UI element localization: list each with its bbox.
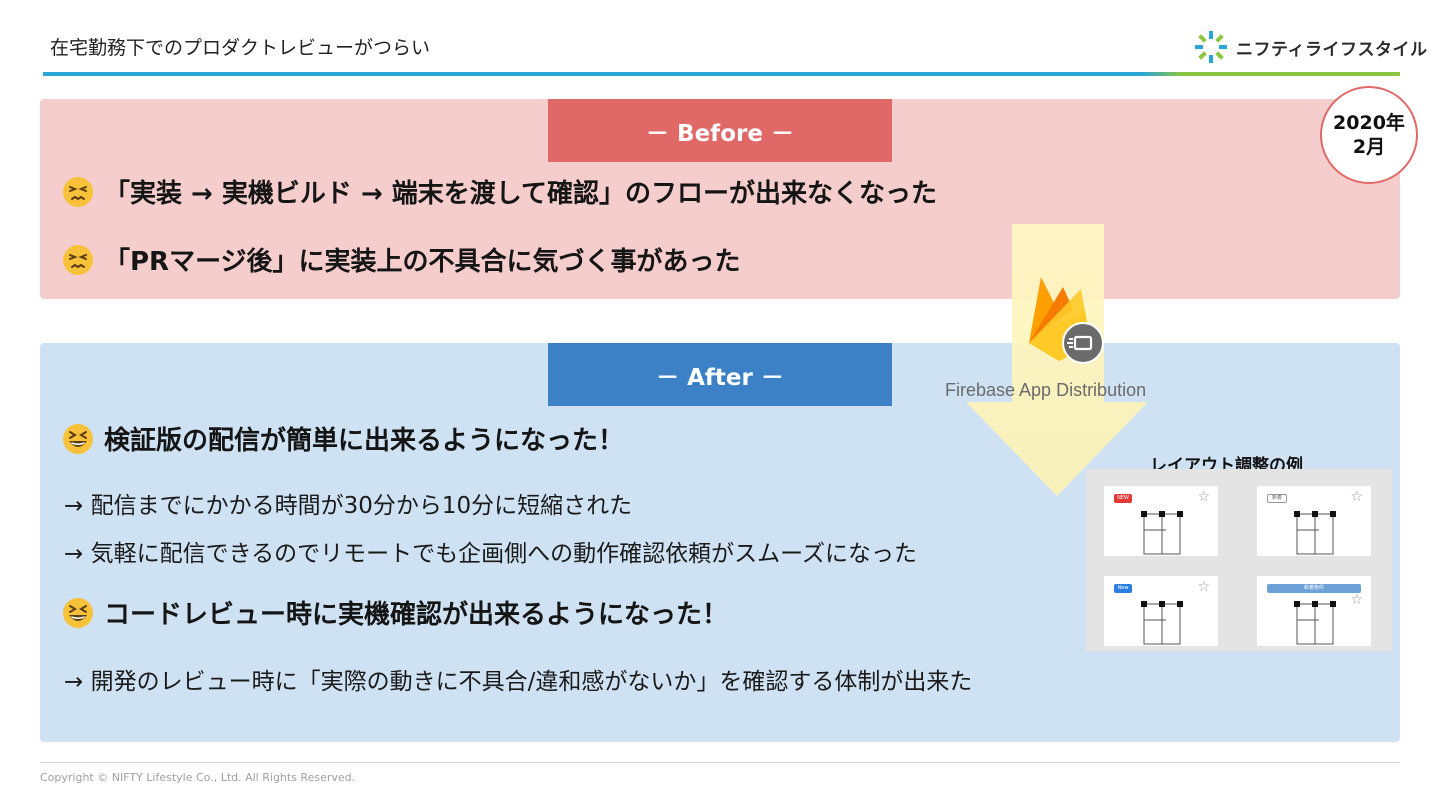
before-item-1-text: 「実装 → 実機ビルド → 端末を渡して確認」のフローが出来なくなった	[104, 179, 937, 209]
footer-divider	[40, 762, 1400, 763]
star-icon: ☆	[1197, 489, 1210, 505]
before-item-1: 「実装 → 実機ビルド → 端末を渡して確認」のフローが出来なくなった	[62, 173, 937, 210]
layout-card-4: 新着物件 ☆	[1257, 576, 1371, 646]
down-arrow-icon	[966, 224, 1148, 496]
after-point-2: コードレビュー時に実機確認が出来るようになった！	[62, 594, 728, 631]
header-divider	[43, 72, 1400, 76]
badge-shinchaku-bukken-wide: 新着物件	[1267, 584, 1361, 593]
date-badge-month: 2月	[1352, 136, 1386, 158]
date-badge-year: 2020年	[1333, 112, 1405, 134]
firebase-flame-icon	[1029, 277, 1104, 364]
pinwheel-logo-icon	[1195, 31, 1227, 63]
before-item-2: 「PRマージ後」に実装上の不具合に気づく事があった	[62, 241, 741, 278]
floor-plan-icon	[1294, 601, 1336, 645]
badge-new-red: NEW	[1114, 494, 1132, 503]
layout-card-2: 新着 ☆	[1257, 486, 1371, 556]
slide-title: 在宅勤務下でのプロダクトレビューがつらい	[50, 37, 431, 59]
star-icon: ☆	[1350, 489, 1363, 505]
logo-text: ニフティライフスタイル	[1236, 39, 1428, 60]
company-logo: ニフティライフスタイル	[1192, 30, 1427, 64]
star-icon: ☆	[1197, 579, 1210, 595]
date-badge: 2020年 2月	[1320, 86, 1418, 184]
floor-plan-icon	[1141, 511, 1183, 555]
after-point-1-detail-1: → 配信までにかかる時間が30分から10分に短縮された	[64, 493, 633, 519]
floor-plan-icon	[1294, 511, 1336, 555]
copyright: Copyright © NIFTY Lifestyle Co., Ltd. Al…	[40, 771, 356, 784]
layout-card-1: NEW ☆	[1104, 486, 1218, 556]
badge-shinchaku-outline: 新着	[1267, 494, 1287, 503]
after-point-2-text: コードレビュー時に実機確認が出来るようになった！	[104, 600, 729, 630]
layout-examples-grid: NEW ☆ 新着 ☆ New ☆	[1086, 469, 1392, 651]
persevering-face-icon	[63, 176, 93, 207]
floor-plan-icon	[1141, 601, 1183, 645]
grinning-squinting-face-icon	[63, 597, 93, 628]
after-point-1-detail-2: → 気軽に配信できるのでリモートでも企画側への動作確認依頼がスムーズになった	[64, 541, 917, 567]
after-point-1: 検証版の配信が簡単に出来るようになった！	[62, 420, 624, 457]
after-tab: － After －	[548, 343, 892, 406]
star-icon: ☆	[1350, 592, 1363, 608]
badge-new-blue: New	[1114, 584, 1132, 593]
grinning-squinting-face-icon	[63, 423, 93, 454]
before-tab: － Before －	[548, 99, 892, 162]
before-item-2-text: 「PRマージ後」に実装上の不具合に気づく事があった	[104, 247, 741, 277]
firebase-label: Firebase App Distribution	[945, 380, 1147, 400]
layout-card-3: New ☆	[1104, 576, 1218, 646]
after-point-1-text: 検証版の配信が簡単に出来るようになった！	[104, 426, 625, 456]
persevering-face-icon	[63, 244, 93, 275]
after-point-2-detail-1: → 開発のレビュー時に「実際の動きに不具合/違和感がないか」を確認する体制が出来…	[64, 669, 973, 695]
